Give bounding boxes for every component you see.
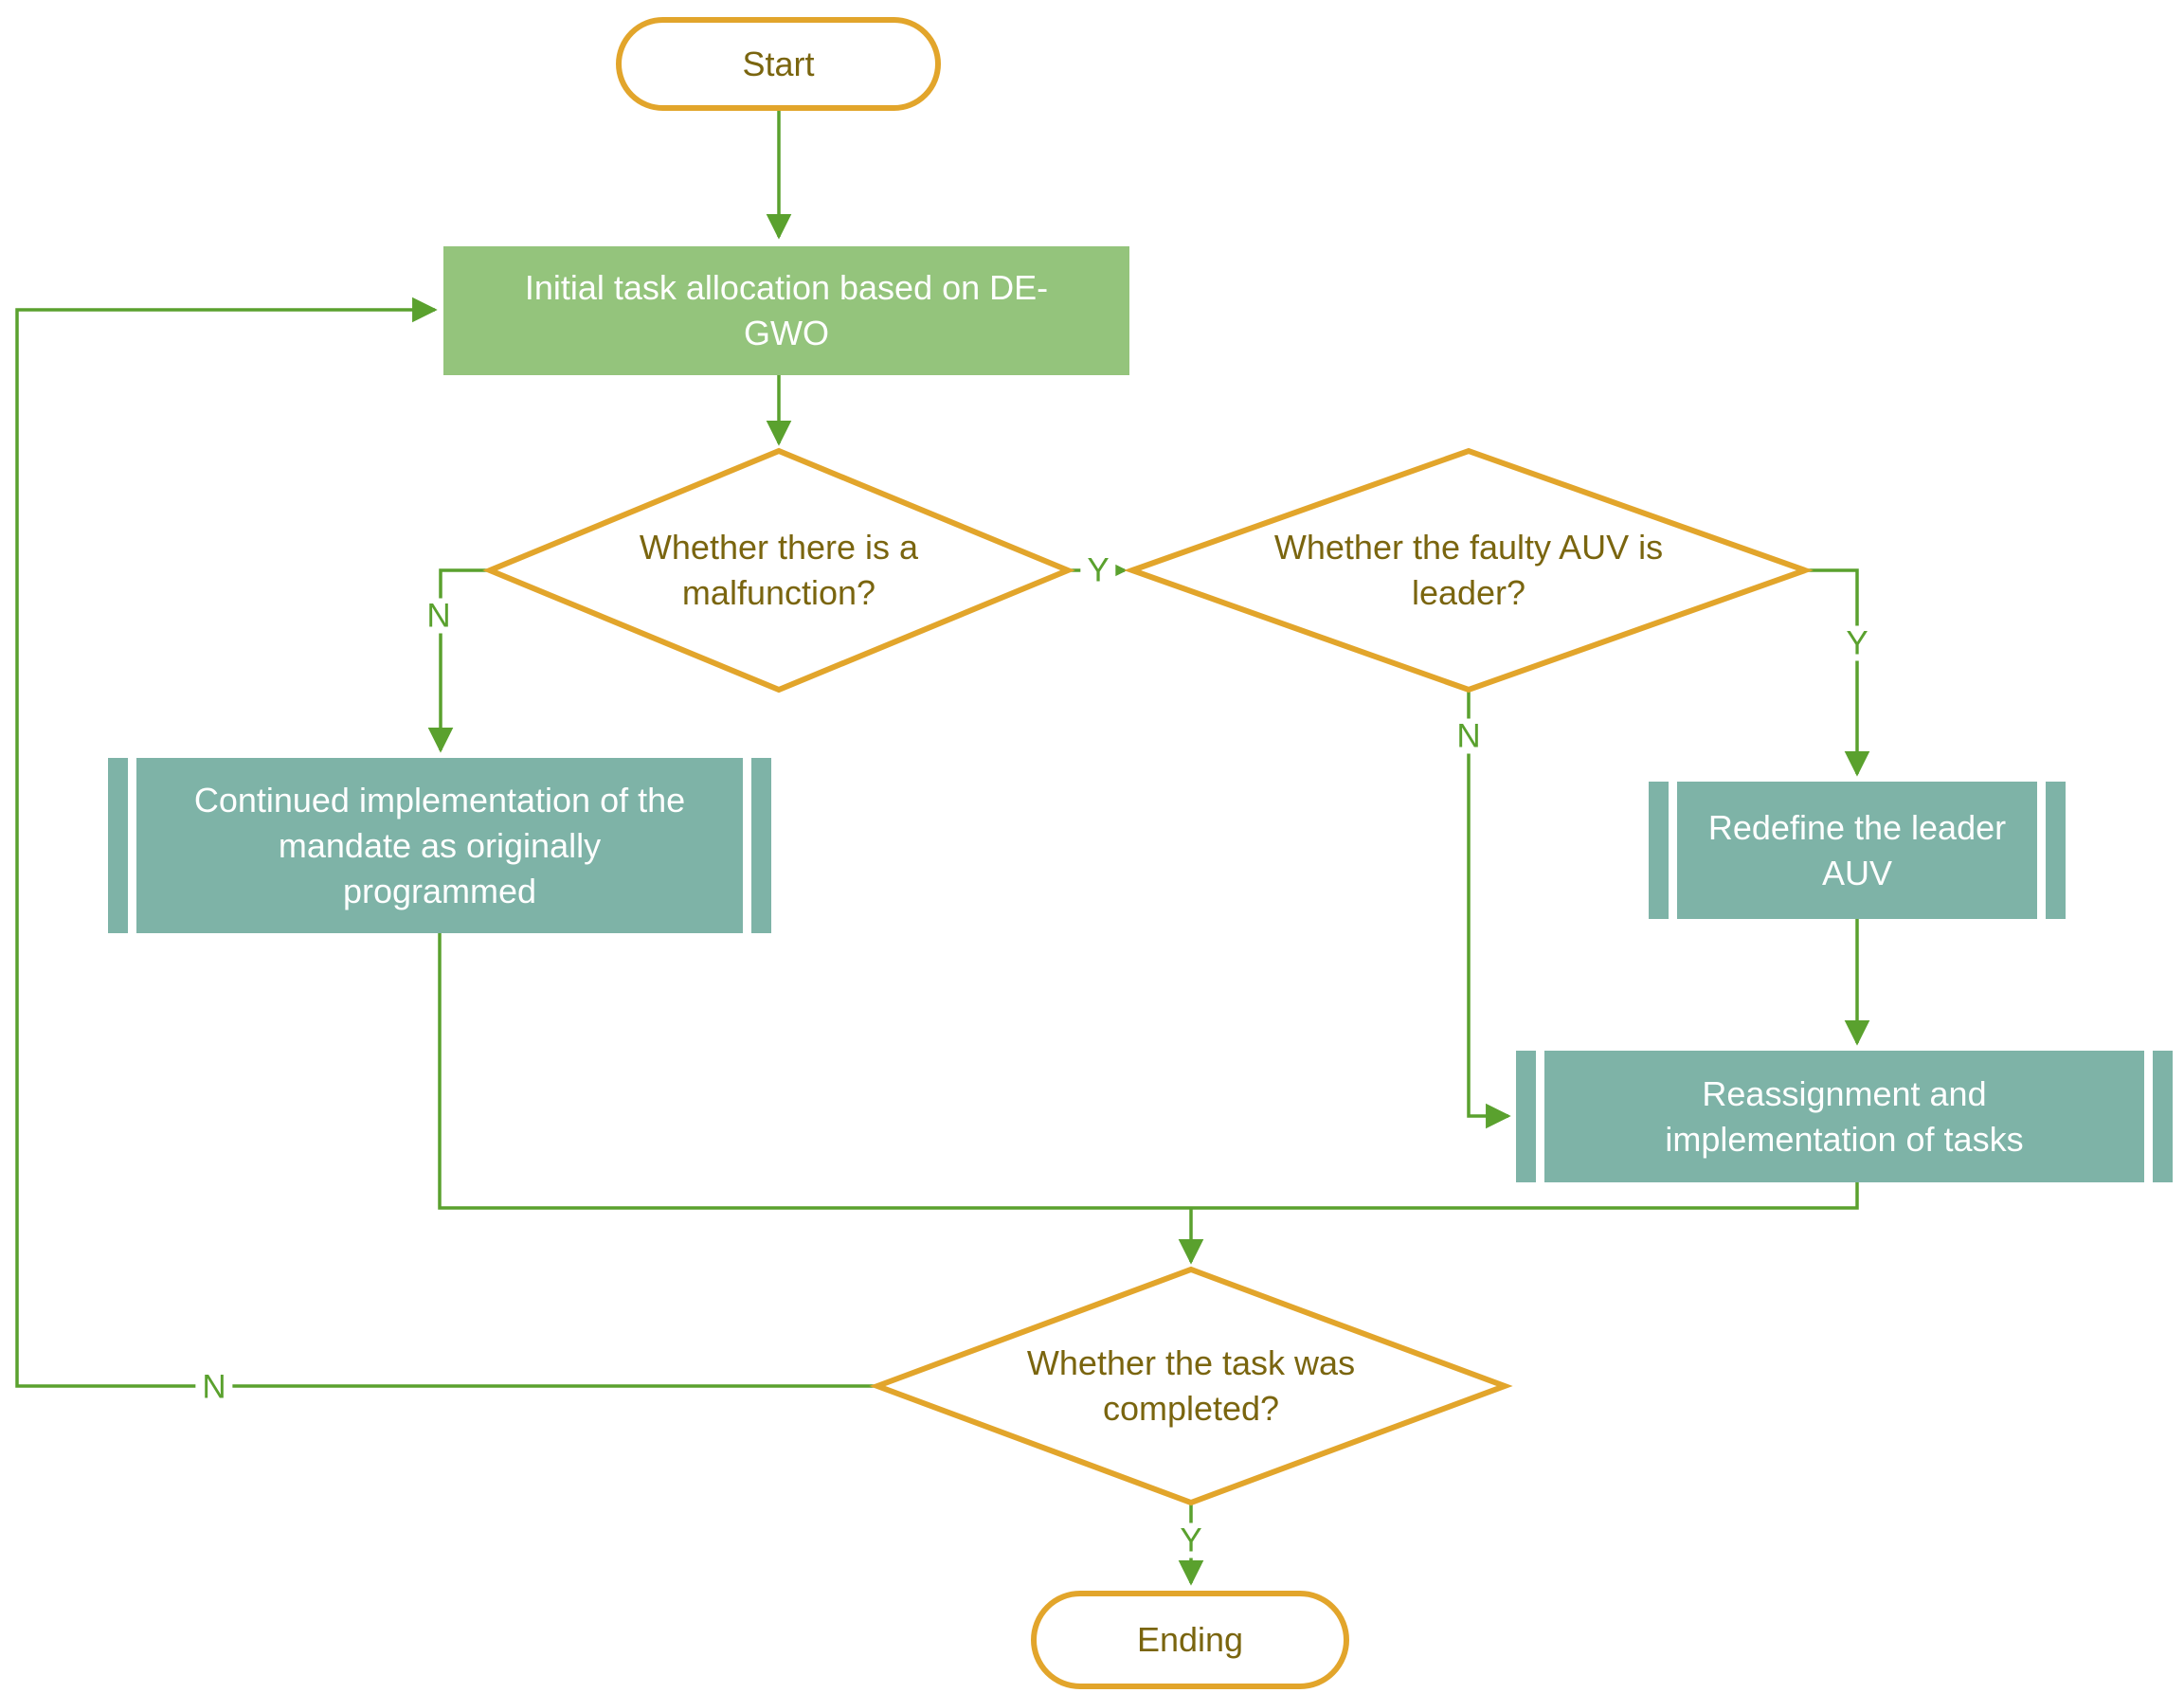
decision-malfunction-label: Whether there is a malfunction? xyxy=(640,525,918,616)
branch-label-malfunction-yes: Y xyxy=(1080,552,1116,588)
branch-label-malfunction-no: N xyxy=(420,598,458,634)
continue-mandate-line1: Continued implementation of the xyxy=(193,780,686,819)
start-node: Start xyxy=(616,17,941,111)
branch-label-completed-yes: Y xyxy=(1173,1522,1209,1558)
decision-malfunction-line1: Whether there is a xyxy=(639,528,919,567)
decision-task-completed-line2: completed? xyxy=(1102,1389,1280,1428)
continue-mandate-line2: mandate as originally xyxy=(278,825,602,865)
ending-label: Ending xyxy=(1136,1620,1244,1659)
edge-completed-no-loop xyxy=(15,297,877,1388)
redefine-leader-line2: AUV xyxy=(1821,853,1893,892)
branch-label-leader-no: N xyxy=(1450,718,1488,754)
predefined-left-bar xyxy=(1516,1051,1536,1182)
decision-malfunction-shape xyxy=(482,447,1075,693)
process-initial-allocation-line2: GWO xyxy=(744,314,829,352)
edge-merge-line xyxy=(438,933,1859,1210)
predefined-continue-mandate: Continued implementation of the mandate … xyxy=(108,758,771,933)
reassignment-line1: Reassignment and xyxy=(1702,1073,1987,1113)
predefined-redefine-leader: Redefine the leader AUV xyxy=(1649,782,2066,919)
ending-node: Ending xyxy=(1031,1591,1349,1689)
process-initial-allocation: Initial task allocation based on DE- GWO xyxy=(443,246,1129,375)
decision-task-completed-line1: Whether the task was xyxy=(1026,1343,1356,1382)
decision-faulty-leader-shape xyxy=(1124,447,1814,693)
decision-faulty-leader-line2: leader? xyxy=(1411,573,1526,612)
start-label: Start xyxy=(742,44,815,83)
decision-faulty-leader-line1: Whether the faulty AUV is xyxy=(1273,528,1664,567)
decision-malfunction-line2: malfunction? xyxy=(681,573,876,612)
reassignment-line2: implementation of tasks xyxy=(1665,1119,2024,1159)
process-initial-allocation-line1: Initial task allocation based on DE- xyxy=(524,268,1049,307)
redefine-leader-line1: Redefine the leader xyxy=(1707,807,2007,847)
predefined-right-bar xyxy=(2046,782,2066,919)
decision-faulty-leader-label: Whether the faulty AUV is leader? xyxy=(1274,525,1663,616)
predefined-right-bar xyxy=(751,758,771,933)
predefined-right-bar xyxy=(2153,1051,2173,1182)
continue-mandate-line3: programmed xyxy=(342,871,537,910)
decision-task-completed-label: Whether the task was completed? xyxy=(1027,1341,1355,1432)
predefined-left-bar xyxy=(1649,782,1669,919)
edge-leader-no xyxy=(1467,690,1511,1129)
predefined-left-bar xyxy=(108,758,128,933)
predefined-reassignment: Reassignment and implementation of tasks xyxy=(1516,1051,2173,1182)
edge-leader-yes xyxy=(1805,568,1870,777)
branch-label-completed-no: N xyxy=(195,1369,233,1405)
edge-malfunction-no xyxy=(427,568,490,753)
branch-label-leader-yes: Y xyxy=(1839,625,1875,661)
decision-task-completed-shape xyxy=(869,1266,1513,1506)
